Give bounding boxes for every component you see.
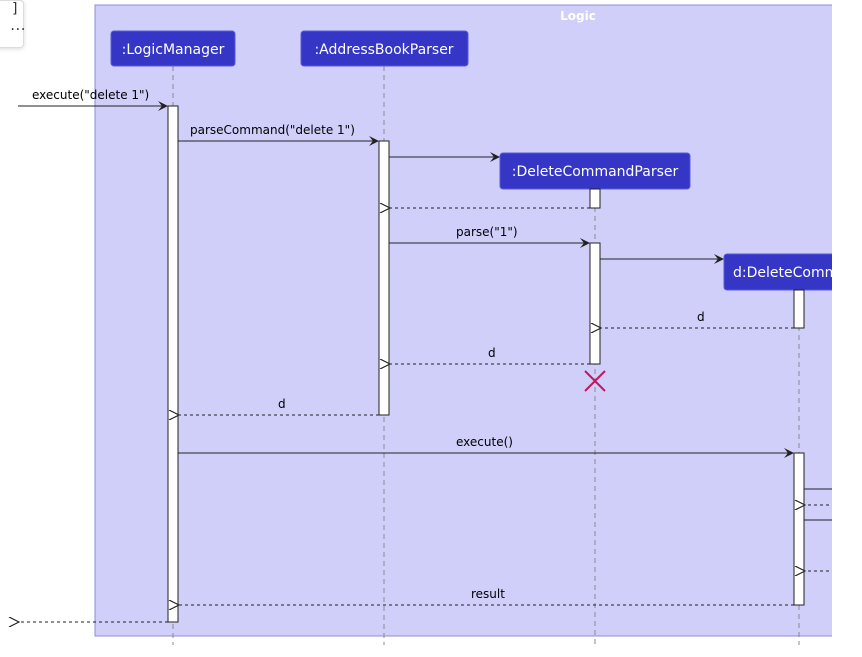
message-label: d xyxy=(488,346,496,360)
participant-label: :LogicManager xyxy=(122,42,225,58)
participant-address-book-parser: :AddressBookParser xyxy=(300,30,469,67)
activation-delete-command-parser-create xyxy=(589,188,601,209)
participant-label: :DeleteCommandParser xyxy=(512,164,679,180)
message-label: parseCommand("delete 1") xyxy=(190,123,355,137)
viewport-edge xyxy=(832,0,862,657)
message-label: parse("1") xyxy=(456,225,518,239)
activation-delete-command-execute xyxy=(793,452,805,606)
destroy-x-icon xyxy=(584,370,606,392)
message-label: execute() xyxy=(456,435,513,449)
participant-delete-command-parser: :DeleteCommandParser xyxy=(499,152,691,190)
logic-frame xyxy=(94,4,846,637)
partial-popup-widget: ] ... xyxy=(0,0,27,48)
bracket-glyph: ] xyxy=(11,1,20,17)
activation-address-book-parser xyxy=(378,140,390,416)
participant-label: d:DeleteComm xyxy=(733,265,838,281)
message-label: d xyxy=(278,397,286,411)
message-label: execute("delete 1") xyxy=(32,88,149,102)
activation-delete-command-create xyxy=(793,289,805,329)
participant-delete-command: d:DeleteComm xyxy=(723,253,855,291)
message-label: result xyxy=(471,587,505,601)
ellipsis-glyph: ... xyxy=(9,19,27,33)
participant-label: :AddressBookParser xyxy=(314,42,453,58)
message-label: d xyxy=(697,310,705,324)
frame-title: Logic xyxy=(560,9,596,23)
activation-logic-manager xyxy=(167,105,179,623)
participant-logic-manager: :LogicManager xyxy=(110,30,236,67)
activation-delete-command-parser-parse xyxy=(589,242,601,365)
